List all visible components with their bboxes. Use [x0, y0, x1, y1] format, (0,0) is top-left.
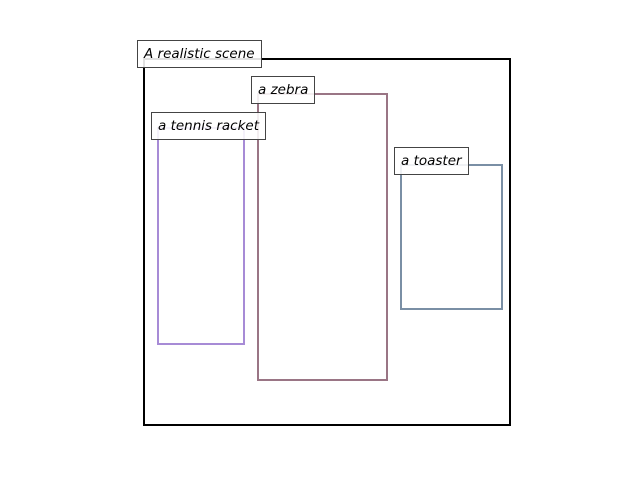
tennis-racket-label: a tennis racket [151, 112, 267, 140]
tennis-racket-bounding-box [157, 127, 245, 345]
toaster-label: a toaster [394, 147, 469, 175]
zebra-label: a zebra [251, 76, 316, 104]
scene-label: A realistic scene [137, 40, 262, 68]
scene-bounding-box [143, 58, 511, 426]
zebra-bounding-box [257, 93, 388, 381]
toaster-bounding-box [400, 164, 503, 310]
